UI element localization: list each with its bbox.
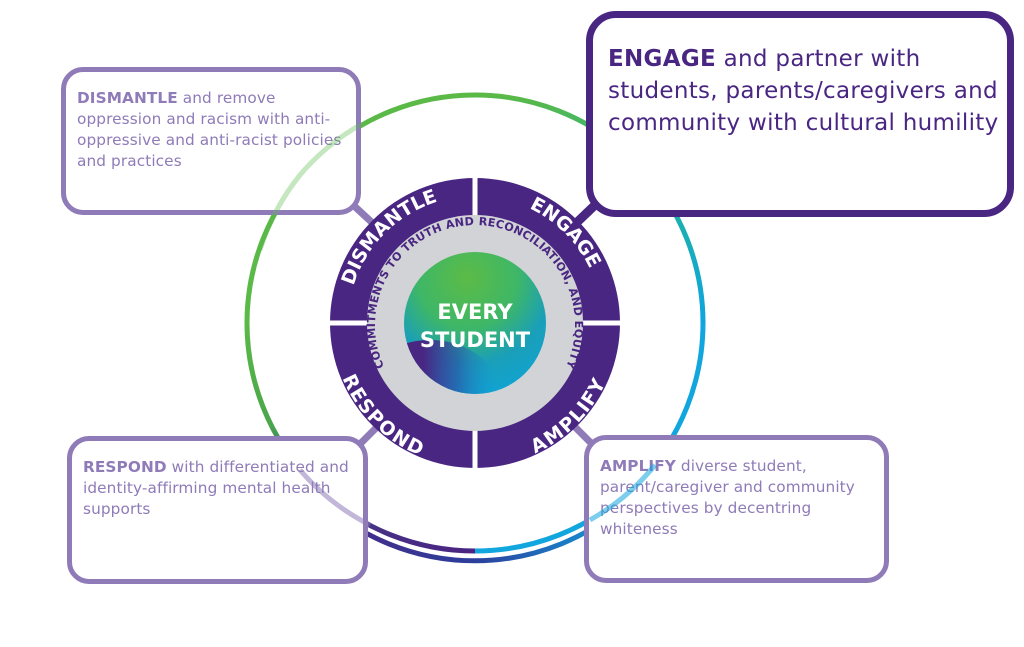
amplify-keyword: AMPLIFY (600, 457, 676, 475)
respond-keyword: RESPOND (83, 458, 167, 476)
dismantle-keyword: DISMANTLE (77, 89, 178, 107)
amplify-card-text: AMPLIFY diverse student, parent/caregive… (589, 440, 884, 540)
dismantle-card: DISMANTLE and remove oppression and raci… (61, 67, 361, 215)
dismantle-description: and remove oppression and racism with an… (77, 89, 342, 170)
respond-card-text: RESPOND with differentiated and identity… (72, 441, 363, 520)
engage-keyword: ENGAGE (608, 46, 717, 72)
hub: EVERY STUDENT COMMITMENTS TO TRUTH AND R… (327, 175, 623, 473)
engage-card-text: ENGAGE and partner with students, parent… (593, 18, 1007, 139)
center-circle (404, 252, 546, 394)
center-label-line2: STUDENT (420, 328, 531, 352)
center-label-line1: EVERY (437, 300, 513, 324)
engage-card: ENGAGE and partner with students, parent… (586, 11, 1014, 217)
amplify-card: AMPLIFY diverse student, parent/caregive… (584, 435, 889, 583)
dismantle-card-text: DISMANTLE and remove oppression and raci… (66, 72, 356, 172)
respond-card: RESPOND with differentiated and identity… (67, 436, 368, 584)
engage-description: and partner with students, parents/careg… (608, 46, 999, 136)
